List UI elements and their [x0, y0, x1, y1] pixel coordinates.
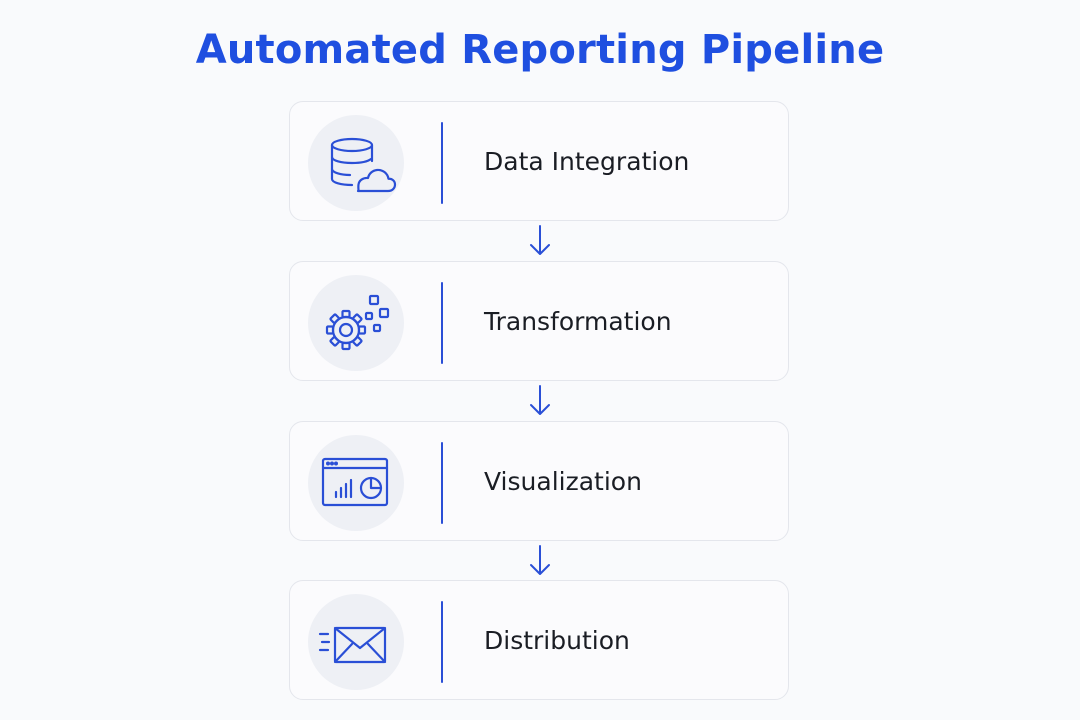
step-label: Distribution: [484, 626, 630, 655]
step-label: Transformation: [484, 307, 672, 336]
card-divider: [441, 282, 443, 364]
step-label: Visualization: [484, 467, 642, 496]
step-card-data-integration: Data Integration: [289, 101, 789, 221]
step-card-visualization: Visualization: [289, 421, 789, 541]
step-card-transformation: Transformation: [289, 261, 789, 381]
step-card-distribution: Distribution: [289, 580, 789, 700]
arrow-down-icon: [530, 225, 550, 255]
page-title: Automated Reporting Pipeline: [195, 27, 885, 73]
arrow-down-icon: [530, 385, 550, 415]
card-divider: [441, 122, 443, 204]
step-label: Data Integration: [484, 147, 690, 176]
card-divider: [441, 442, 443, 524]
gear-nodes-icon: [308, 275, 404, 371]
database-cloud-icon: [308, 115, 404, 211]
dashboard-chart-icon: [308, 435, 404, 531]
card-divider: [441, 601, 443, 683]
arrow-down-icon: [530, 545, 550, 575]
email-send-icon: [308, 594, 404, 690]
